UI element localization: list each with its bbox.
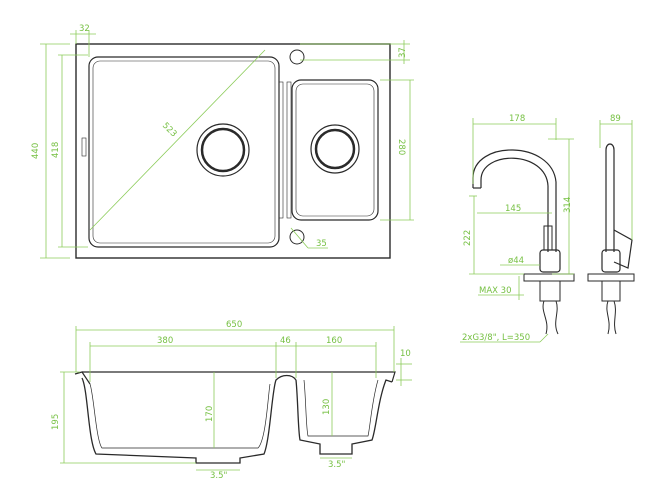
dim-280: 280 (396, 139, 406, 155)
dim-440: 440 (31, 143, 41, 159)
faucet-body (539, 249, 561, 273)
faucet-side-shank (601, 280, 621, 302)
countertop-section-side (587, 273, 635, 282)
dim-650: 650 (226, 320, 242, 330)
countertop-section (523, 273, 575, 282)
faucet-front-dimensions (460, 118, 574, 343)
tap-hole (289, 49, 305, 65)
small-bowl-inner-outline (295, 83, 375, 217)
dim-hose: 2xG3/8", L=350 (462, 333, 530, 343)
faucet-shank (539, 280, 561, 302)
faucet-side-body (601, 249, 621, 273)
top-view-dimensions (40, 30, 414, 259)
dim-523: 523 (160, 121, 179, 140)
overflow-slot (81, 137, 87, 157)
dim-380: 380 (157, 336, 173, 346)
dim-46: 46 (280, 336, 291, 346)
small-bowl-drain-ring (314, 128, 356, 170)
sink-top-view: 32 37 440 418 523 280 35 (31, 24, 414, 259)
faucet-front-view: 178 145 314 222 ø44 MAX 30 2xG3/8", L=35… (460, 114, 575, 343)
dim-37: 37 (398, 47, 408, 58)
faucet-hoses (542, 300, 559, 335)
faucet-side-lever (613, 229, 633, 269)
dim-130: 130 (322, 399, 332, 415)
dim-drain-large: 3.5" (210, 471, 228, 481)
sink-outer-outline (75, 43, 391, 259)
large-bowl-drain (196, 123, 250, 177)
dim-35: 35 (316, 239, 327, 249)
dim-170: 170 (205, 406, 215, 422)
large-bowl-drain-ring (200, 127, 246, 173)
faucet-side-hoses (606, 300, 617, 335)
dim-418: 418 (51, 142, 61, 158)
small-bowl-drain (310, 124, 360, 174)
section-view-dimensions (60, 326, 412, 471)
small-bowl-outline (291, 79, 379, 221)
faucet-spout-inner (480, 157, 549, 252)
dim-160: 160 (326, 336, 342, 346)
dim-178: 178 (509, 114, 525, 124)
faucet-side-view: 89 (587, 114, 635, 335)
dim-314: 314 (563, 197, 573, 213)
dim-222: 222 (463, 230, 473, 246)
dim-drain-small: 3.5" (328, 460, 346, 470)
large-bowl-inner-outline (92, 60, 276, 244)
small-bowl-section (295, 379, 393, 455)
dim-32: 32 (79, 24, 90, 34)
accessory-hole (289, 229, 305, 245)
dim-195: 195 (51, 414, 61, 430)
dim-10: 10 (400, 349, 411, 359)
faucet-side-spout (605, 143, 615, 252)
dim-89: 89 (610, 114, 621, 124)
sink-section-view: 650 380 46 160 10 195 170 130 3.5" 3.5" (51, 320, 412, 481)
large-bowl-outline (88, 56, 280, 248)
dim-145: 145 (505, 204, 521, 214)
faucet-spout (472, 149, 557, 252)
large-bowl-section (81, 374, 297, 464)
dim-max30: MAX 30 (479, 286, 512, 296)
divider-rib-right (286, 81, 292, 219)
divider-rib-left (278, 81, 284, 219)
dim-44: ø44 (508, 256, 524, 266)
